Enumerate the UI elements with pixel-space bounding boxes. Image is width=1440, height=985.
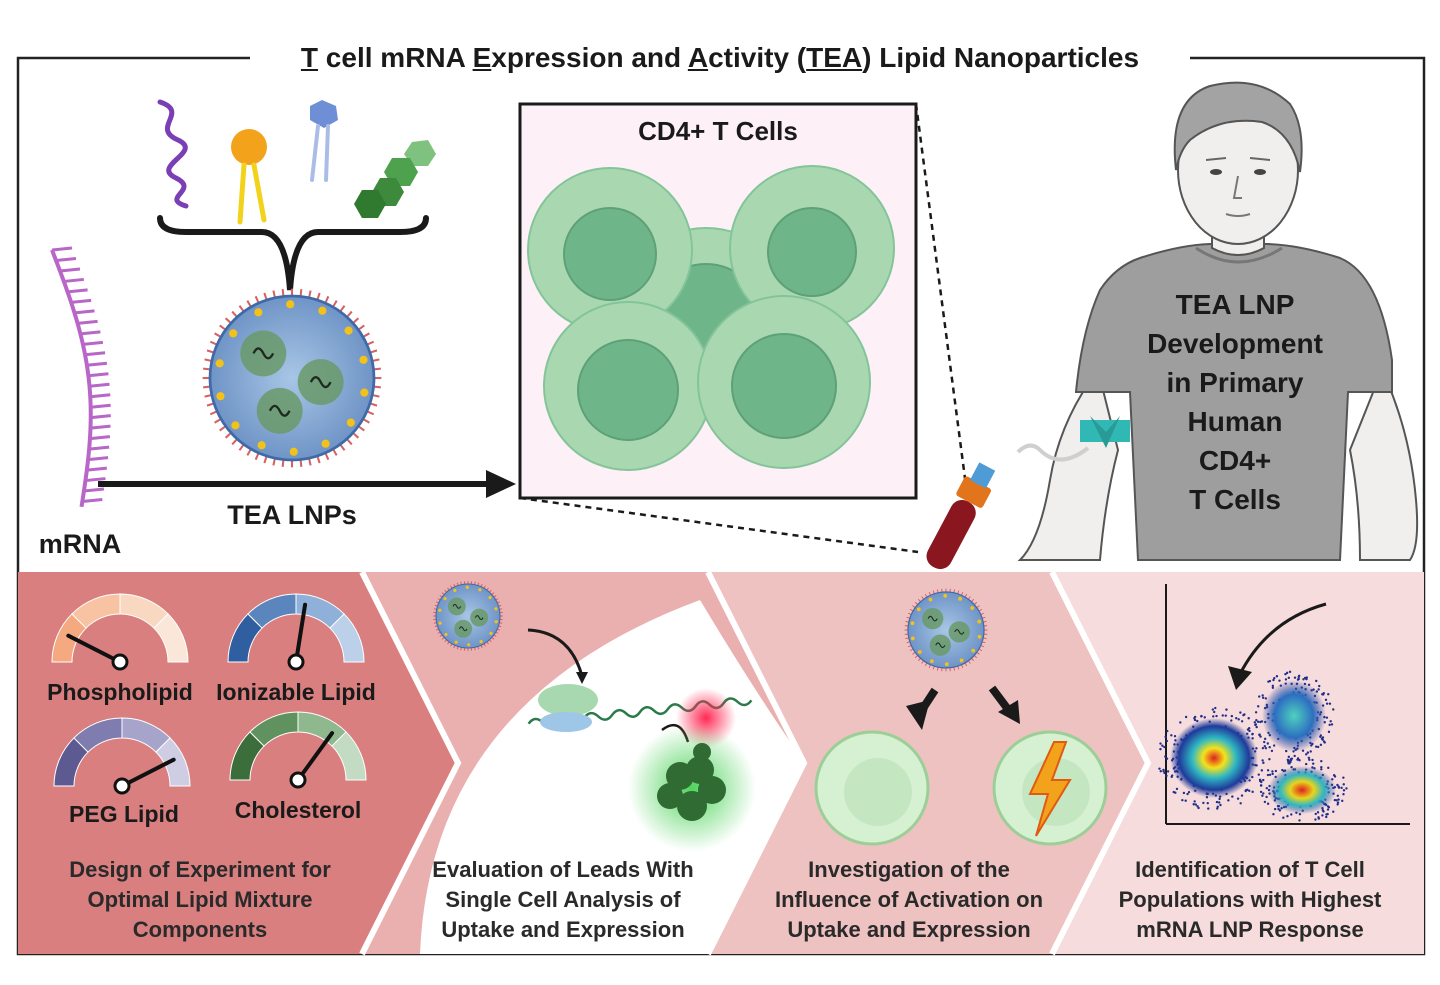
caption-line: Design of Experiment for xyxy=(30,855,370,885)
mrna-strand-icon xyxy=(52,248,111,507)
caption-line: Single Cell Analysis of xyxy=(398,885,728,915)
title-seg-5: ctivity ( xyxy=(708,42,806,73)
shirt-line: T Cells xyxy=(1130,480,1340,519)
ionizable-lipid-icon xyxy=(160,102,186,206)
blood-tube-icon xyxy=(921,460,1001,575)
ribosome-small-subunit xyxy=(540,712,592,732)
title-seg-6: TEA xyxy=(806,42,862,73)
fluorescent-protein-glow xyxy=(628,724,756,852)
caption-line: Uptake and Expression xyxy=(398,915,728,945)
cd4-cells-box xyxy=(520,104,916,498)
gauge-label: PEG Lipid xyxy=(69,801,179,827)
title-seg-0: T xyxy=(301,42,318,73)
shirt-line: Human xyxy=(1130,402,1340,441)
shirt-line: Development xyxy=(1130,324,1340,363)
caption-line: Influence of Activation on xyxy=(744,885,1074,915)
title-seg-4: A xyxy=(688,42,708,73)
panel-3-caption: Investigation of the Influence of Activa… xyxy=(744,855,1074,945)
panel-4-caption: Identification of T Cell Populations wit… xyxy=(1090,855,1410,945)
caption-line: Identification of T Cell xyxy=(1090,855,1410,885)
shirt-line: TEA LNP xyxy=(1130,285,1340,324)
caption-line: Populations with Highest xyxy=(1090,885,1410,915)
gauge-label: Phospholipid xyxy=(47,679,193,705)
zoom-line-top xyxy=(916,104,966,486)
tea-lnps-label: TEA LNPs xyxy=(227,500,357,530)
delivery-arrow xyxy=(98,470,516,498)
gauge-label: Ionizable Lipid xyxy=(216,679,376,705)
phospholipid-icon xyxy=(231,129,267,165)
mrna-label: mRNA xyxy=(39,529,122,559)
ribosome-large-subunit xyxy=(538,684,598,716)
panel-2-caption: Evaluation of Leads With Single Cell Ana… xyxy=(398,855,728,945)
cholesterol-icon xyxy=(354,140,436,218)
title-seg-2: E xyxy=(473,42,492,73)
caption-line: Evaluation of Leads With xyxy=(398,855,728,885)
caption-line: Uptake and Expression xyxy=(744,915,1074,945)
caption-line: Components xyxy=(30,915,370,945)
title-seg-3: xpression and xyxy=(491,42,688,73)
peg-lipid-icon xyxy=(310,100,338,128)
caption-line: mRNA LNP Response xyxy=(1090,915,1410,945)
shirt-line: CD4+ xyxy=(1130,441,1340,480)
lipid-components xyxy=(160,100,436,290)
lnp-particle-icon xyxy=(203,289,382,468)
panel-1-caption: Design of Experiment for Optimal Lipid M… xyxy=(30,855,370,945)
zoom-line-bottom xyxy=(520,498,918,552)
title-seg-7: ) Lipid Nanoparticles xyxy=(862,42,1139,73)
caption-line: Optimal Lipid Mixture xyxy=(30,885,370,915)
gauge-label: Cholesterol xyxy=(235,797,362,823)
shirt-line: in Primary xyxy=(1130,363,1340,402)
curly-brace xyxy=(160,218,426,290)
title-seg-1: cell mRNA xyxy=(318,42,473,73)
caption-line: Investigation of the xyxy=(744,855,1074,885)
cd4-box-title: CD4+ T Cells xyxy=(638,116,798,146)
figure-title: T cell mRNA Expression and Activity (TEA… xyxy=(250,38,1190,78)
person-shirt-text: TEA LNP Development in Primary Human CD4… xyxy=(1130,285,1340,519)
